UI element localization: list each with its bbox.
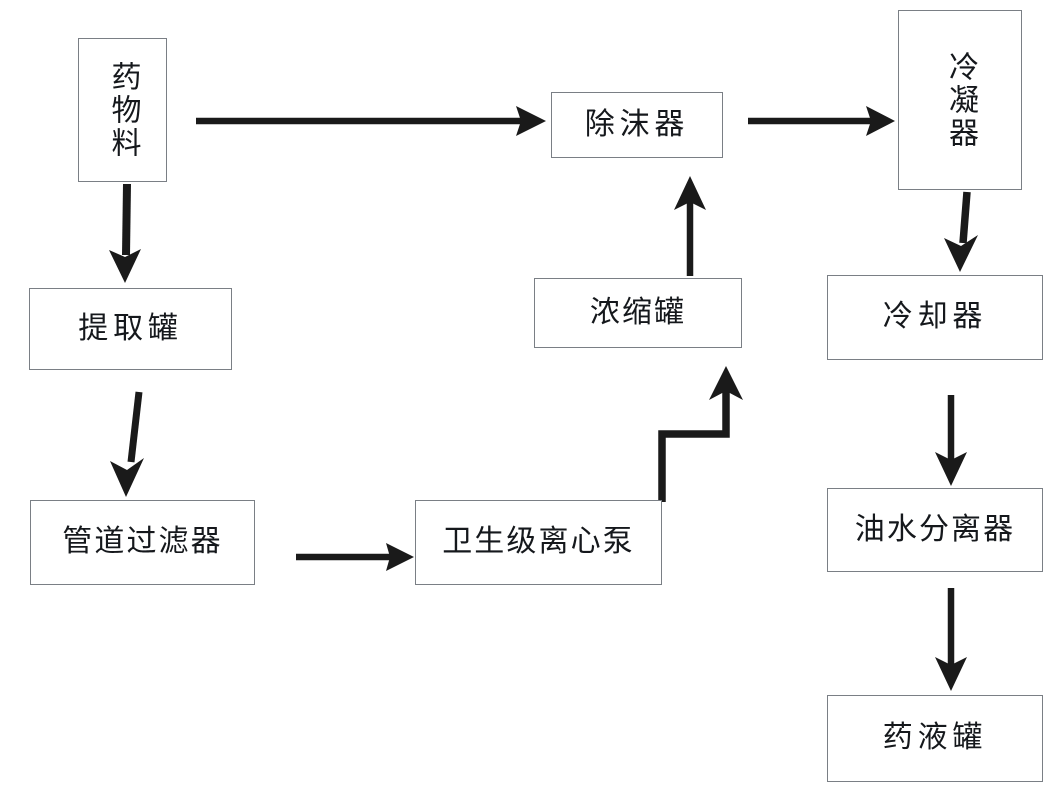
- node-label-oil-water-separator: 油水分离器: [854, 511, 1016, 547]
- node-concentration-tank[interactable]: 浓缩罐: [534, 278, 742, 348]
- node-label-cooler: 冷却器: [882, 299, 988, 335]
- edge-defoamer-to-condenser: [748, 106, 895, 136]
- edge-pump-to-concentration: [658, 366, 743, 502]
- node-defoamer[interactable]: 除沫器: [551, 92, 723, 158]
- edge-cooler-to-separator: [935, 395, 967, 486]
- node-label-sanitary-centrifugal-pump: 卫生级离心泵: [442, 524, 635, 560]
- node-label-drug-material: 药物料: [105, 60, 141, 160]
- node-condenser[interactable]: 冷凝器: [898, 10, 1022, 190]
- node-label-pipeline-filter: 管道过滤器: [62, 524, 223, 560]
- edge-filter-to-pump: [296, 543, 414, 571]
- node-oil-water-separator[interactable]: 油水分离器: [827, 488, 1043, 572]
- node-extraction-tank[interactable]: 提取罐: [29, 288, 232, 370]
- node-drug-material[interactable]: 药物料: [78, 38, 167, 182]
- node-sanitary-centrifugal-pump[interactable]: 卫生级离心泵: [415, 500, 662, 585]
- node-pipeline-filter[interactable]: 管道过滤器: [30, 500, 255, 585]
- edge-condenser-to-cooler: [944, 191, 978, 272]
- node-label-extraction-tank: 提取罐: [78, 310, 183, 346]
- node-label-condenser: 冷凝器: [943, 50, 978, 150]
- edge-extraction-to-filter: [110, 391, 144, 497]
- edge-concentration-to-defoamer: [674, 176, 706, 276]
- node-label-defoamer: 除沫器: [584, 106, 690, 142]
- node-cooler[interactable]: 冷却器: [827, 275, 1043, 360]
- edge-separator-to-tank: [935, 588, 967, 691]
- node-label-concentration-tank: 浓缩罐: [589, 294, 687, 330]
- edge-material-to-extraction: [109, 183, 141, 283]
- node-label-liquid-medicine-tank: 药液罐: [882, 720, 988, 756]
- node-liquid-medicine-tank[interactable]: 药液罐: [827, 695, 1043, 782]
- edge-material-to-defoamer: [196, 106, 546, 136]
